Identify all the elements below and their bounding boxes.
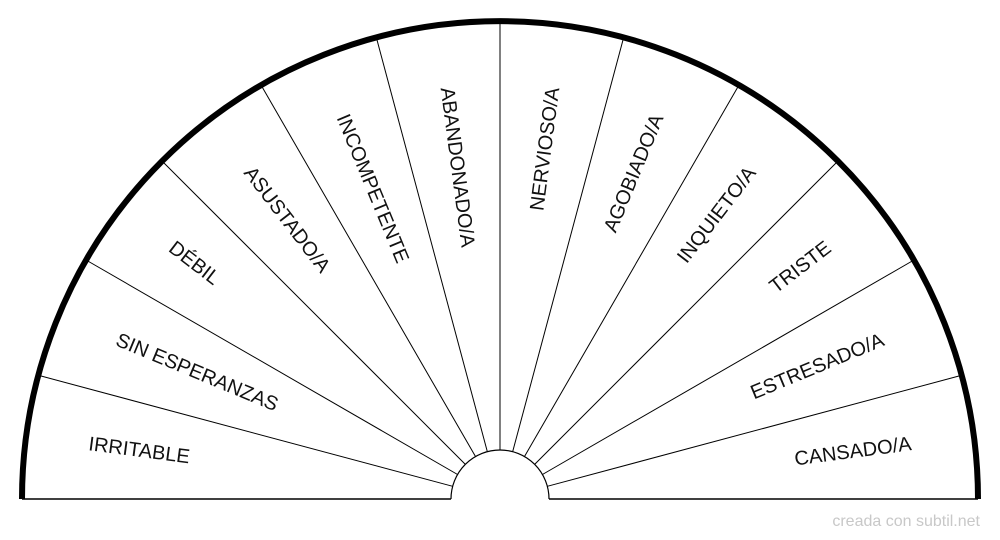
sector-divider [534,160,839,465]
sector-label: NERVIOSO/A [526,85,564,212]
sector-label: TRISTE [766,237,836,298]
center-hub-arc [450,449,550,500]
sector-divider [524,84,740,457]
sector-label: INCOMPETENTE [332,111,413,266]
sector-divider [85,259,458,475]
sector-divider [375,37,488,452]
sector-divider [547,374,962,487]
sector-label: ESTRESADO/A [747,329,887,404]
outer-arc [19,18,981,500]
sector-dividers [22,21,978,500]
sector-divider [512,37,625,452]
watermark: creada con subtil.net [832,513,980,530]
sector-label: ASUSTADO/A [239,163,334,278]
sector-divider [38,374,453,487]
sector-label: IRRITABLE [87,433,191,468]
sector-label: DÉBIL [165,236,225,289]
sector-label: AGOBIADO/A [600,111,669,236]
sector-label: ABANDONADO/A [436,86,479,249]
sector-divider [542,259,915,475]
sector-label: CANSADO/A [793,433,913,470]
sector-label: SIN ESPERANZAS [113,329,282,416]
sector-divider [260,84,476,457]
sector-divider [161,160,466,465]
